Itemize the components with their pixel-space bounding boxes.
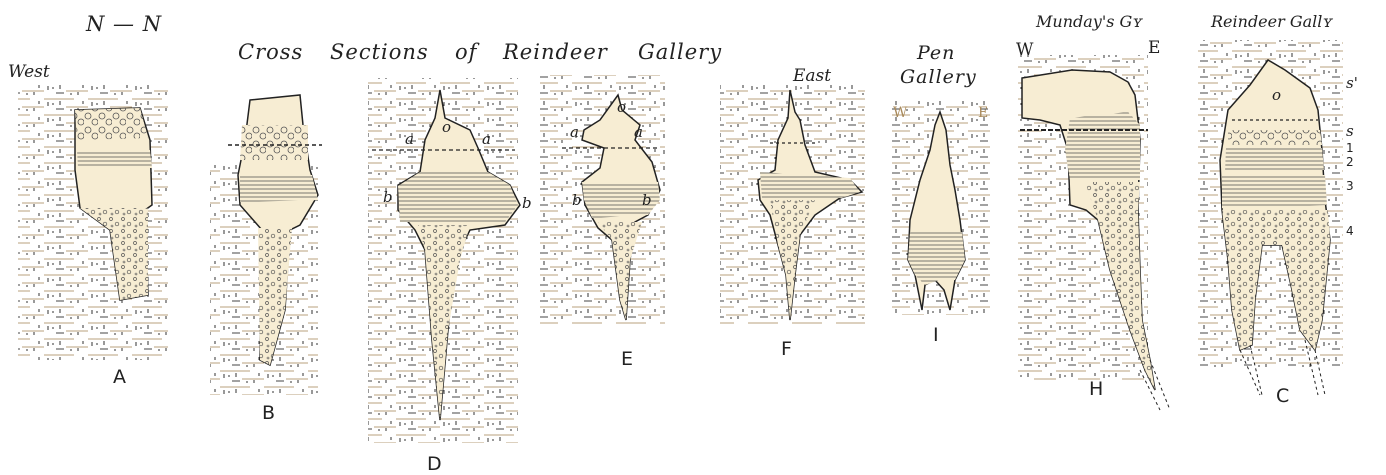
- section-c: [1198, 40, 1343, 395]
- c-layer-3: 3: [1346, 180, 1354, 192]
- title-word-sections: Sections: [330, 42, 429, 63]
- c-o: o: [1272, 88, 1281, 103]
- label-i: I: [933, 326, 939, 345]
- label-c: C: [1276, 387, 1289, 406]
- west-label: West: [8, 64, 50, 81]
- section-f: [720, 85, 865, 325]
- section-h: [1018, 55, 1170, 410]
- c-s-prime: s': [1346, 76, 1358, 91]
- munday-west-label: W: [1016, 42, 1033, 59]
- label-a: A: [113, 368, 126, 387]
- label-d: D: [427, 455, 442, 474]
- c-layer-2: 2: [1346, 156, 1354, 168]
- munday-east-label: E: [1148, 40, 1160, 57]
- e-a-left: a: [570, 125, 579, 140]
- label-h: H: [1089, 380, 1103, 399]
- c-layer-1: 1: [1346, 142, 1354, 154]
- pen-gallery-label-1: Pen: [917, 44, 955, 63]
- title-word-gallery: Gallery: [638, 42, 722, 63]
- label-e: E: [621, 350, 633, 369]
- section-a: [18, 85, 168, 360]
- mundays-gallery-label: Munday's Gʏ: [1036, 14, 1143, 30]
- title-word-of: of: [455, 42, 477, 63]
- reindeer-gallery-label: Reindeer Gallʏ: [1211, 14, 1333, 30]
- c-layer-4: 4: [1346, 225, 1354, 237]
- pen-east-label: E: [978, 106, 988, 120]
- e-b-right: b: [642, 193, 652, 208]
- d-o: o: [442, 120, 451, 135]
- e-b-left: b: [572, 193, 582, 208]
- north-north-label: N — N: [86, 14, 162, 35]
- label-f: F: [781, 340, 792, 359]
- pen-gallery-label-2: Gallery: [900, 68, 977, 87]
- section-i: [892, 100, 990, 315]
- d-b-right: b: [522, 196, 532, 211]
- label-b: B: [262, 404, 275, 423]
- d-b-left: b: [383, 190, 393, 205]
- title-word-reindeer: Reindeer: [503, 42, 608, 63]
- east-label: East: [793, 68, 831, 85]
- e-o: o: [617, 100, 626, 115]
- c-s: s: [1346, 124, 1354, 139]
- d-a-right: a: [482, 132, 491, 147]
- e-a-right: a: [634, 125, 643, 140]
- section-b: [210, 95, 322, 395]
- title-word-cross: Cross: [238, 42, 303, 63]
- d-a-left: a: [405, 132, 414, 147]
- pen-west-label: W: [893, 106, 907, 120]
